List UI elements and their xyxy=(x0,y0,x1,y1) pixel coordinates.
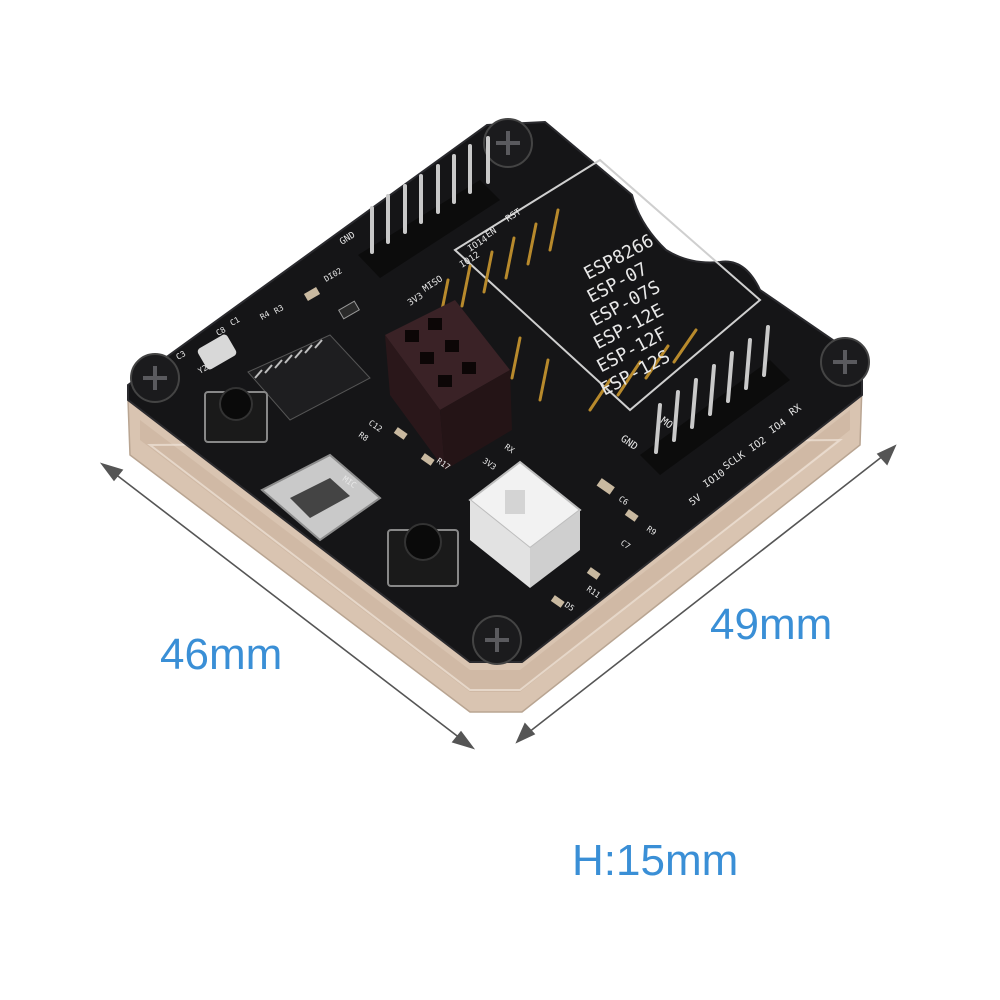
component-label: C3 xyxy=(175,349,188,362)
power-switch[interactable] xyxy=(468,460,582,588)
crystal-oscillator xyxy=(197,334,237,370)
depth-dimension-label: 49mm xyxy=(710,600,833,649)
micro-usb-port[interactable] xyxy=(260,453,382,542)
flash-button[interactable] xyxy=(387,523,459,587)
width-dimension-label: 46mm xyxy=(160,630,283,679)
smd-components xyxy=(303,287,639,608)
screw-icon xyxy=(483,118,533,168)
pin-header-right xyxy=(640,325,790,475)
component-label: R3 xyxy=(273,303,286,316)
dimension-arrow-width xyxy=(99,462,476,750)
component-label: Y2 xyxy=(197,363,210,376)
screw-icon xyxy=(130,353,180,403)
pin-label-en: EN xyxy=(484,226,499,240)
female-header-socket xyxy=(385,300,512,470)
dimension-arrow-depth xyxy=(515,444,897,744)
usb-serial-chip xyxy=(247,334,371,421)
screw-icon xyxy=(820,337,870,387)
pin-header-left xyxy=(358,136,500,278)
screw-icon xyxy=(472,615,522,665)
component-label: C1 xyxy=(229,315,242,328)
reset-button[interactable] xyxy=(204,387,268,443)
pogo-pins xyxy=(438,208,698,412)
component-label: C8 xyxy=(215,325,228,338)
height-dimension-label: H:15mm xyxy=(572,836,739,885)
component-label: R4 xyxy=(259,309,272,322)
